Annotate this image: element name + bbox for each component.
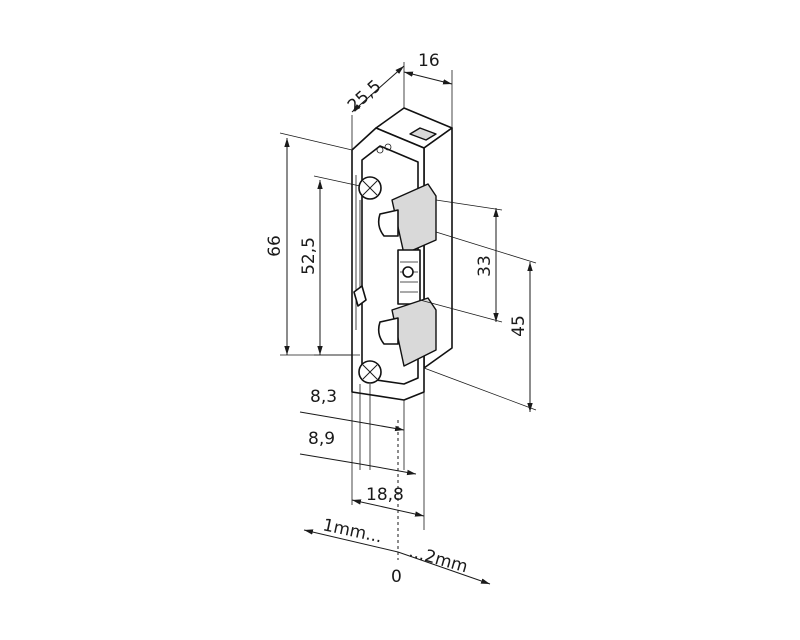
dimension-8-9 bbox=[299, 453, 417, 476]
label-height-total: 66 bbox=[265, 235, 285, 257]
adjustment-range bbox=[303, 529, 491, 585]
label-adjust-zero: 0 bbox=[391, 567, 402, 587]
dimension-8-3 bbox=[299, 411, 405, 432]
label-dim-8-9: 8,9 bbox=[308, 429, 335, 449]
label-adjust-left: 1mm... bbox=[321, 515, 384, 547]
label-height-inner: 52,5 bbox=[299, 237, 319, 275]
dimension-45 bbox=[423, 231, 537, 412]
label-width-top: 16 bbox=[418, 51, 440, 71]
label-dim-18-8: 18,8 bbox=[366, 485, 404, 505]
dimension-33 bbox=[419, 199, 503, 323]
strike-body bbox=[351, 107, 453, 401]
label-adjust-right: ...2mm bbox=[407, 542, 470, 578]
screw-bottom bbox=[358, 360, 382, 384]
label-dim-45: 45 bbox=[509, 315, 529, 337]
label-depth: 25,5 bbox=[344, 76, 386, 116]
screw-top bbox=[358, 176, 382, 200]
label-dim-8-3: 8,3 bbox=[310, 387, 337, 407]
dimension-52-5 bbox=[313, 175, 361, 356]
label-dim-33: 33 bbox=[475, 255, 495, 277]
dimension-18-8 bbox=[351, 499, 425, 517]
dimension-top bbox=[351, 62, 453, 150]
